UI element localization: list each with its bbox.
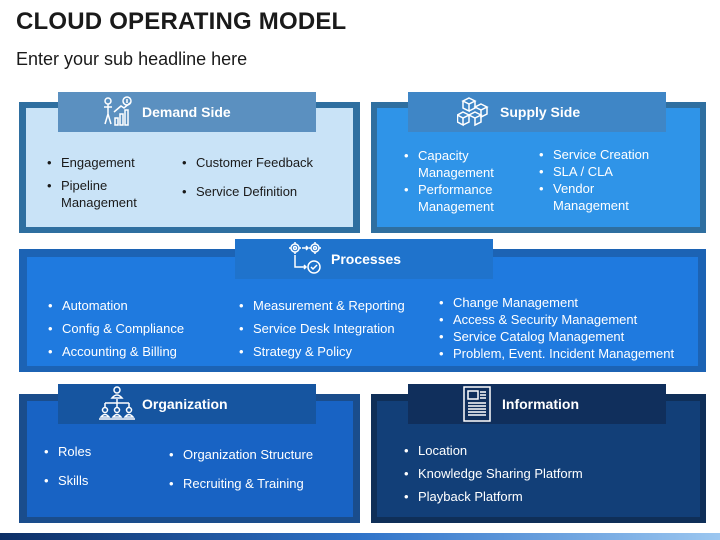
processes-title: Processes <box>331 251 402 267</box>
document-icon <box>458 385 496 423</box>
list-item: SLA / CLA <box>537 163 697 180</box>
list-item: Engagement <box>45 154 175 171</box>
processes-header: Processes <box>235 239 493 279</box>
list-item: Location <box>402 439 692 462</box>
list-item: Customer Feedback <box>180 154 350 171</box>
demand-side-title: Demand Side <box>142 104 231 120</box>
supply-side-title: Supply Side <box>500 104 581 120</box>
list-item: Access & Security Management <box>437 311 697 328</box>
list-item: Measurement & Reporting <box>237 294 432 317</box>
information-title: Information <box>502 396 579 412</box>
processes-list-col3: Change Management Access & Security Mana… <box>437 294 697 362</box>
supply-list-col1: Capacity Management Performance Manageme… <box>402 147 532 215</box>
organization-title: Organization <box>142 396 228 412</box>
list-item: Organization Structure <box>167 446 352 463</box>
list-item: Skills <box>42 472 152 489</box>
list-item: Pipeline Management <box>45 177 175 211</box>
boxes-icon <box>456 93 494 131</box>
list-item: Strategy & Policy <box>237 340 432 363</box>
list-item: Config & Compliance <box>46 317 226 340</box>
organization-list-col1: Roles Skills <box>42 443 152 489</box>
supply-list-col2: Service Creation SLA / CLA Vendor Manage… <box>537 146 697 214</box>
bottom-accent-bar <box>0 533 720 540</box>
page-subtitle: Enter your sub headline here <box>16 49 248 69</box>
processes-list-col1: Automation Config & Compliance Accountin… <box>46 294 226 363</box>
org-chart-icon <box>98 385 136 423</box>
list-item: Knowledge Sharing Platform <box>402 462 692 485</box>
information-header: Information <box>408 384 666 424</box>
growth-person-icon <box>98 93 136 131</box>
list-item: Automation <box>46 294 226 317</box>
list-item: Change Management <box>437 294 697 311</box>
list-item: Vendor Management <box>537 180 643 214</box>
list-item: Service Desk Integration <box>237 317 432 340</box>
list-item: Roles <box>42 443 152 460</box>
list-item: Accounting & Billing <box>46 340 226 363</box>
organization-header: Organization <box>58 384 316 424</box>
demand-list-col1: Engagement Pipeline Management <box>45 154 175 211</box>
organization-list-col2: Organization Structure Recruiting & Trai… <box>167 446 352 492</box>
list-item: Performance Management <box>402 181 532 215</box>
demand-list-col2: Customer Feedback Service Definition <box>180 154 350 200</box>
process-gears-icon <box>287 240 325 278</box>
list-item: Service Catalog Management <box>437 328 697 345</box>
list-item: Problem, Event. Incident Management <box>437 345 697 362</box>
list-item: Recruiting & Training <box>167 475 352 492</box>
supply-side-header: Supply Side <box>408 92 666 132</box>
list-item: Playback Platform <box>402 485 692 508</box>
page-title: CLOUD OPERATING MODEL <box>16 8 347 35</box>
information-list: Location Knowledge Sharing Platform Play… <box>402 439 692 508</box>
list-item: Capacity Management <box>402 147 532 181</box>
demand-side-header: Demand Side <box>58 92 316 132</box>
list-item: Service Creation <box>537 146 697 163</box>
processes-list-col2: Measurement & Reporting Service Desk Int… <box>237 294 432 363</box>
list-item: Service Definition <box>180 183 350 200</box>
